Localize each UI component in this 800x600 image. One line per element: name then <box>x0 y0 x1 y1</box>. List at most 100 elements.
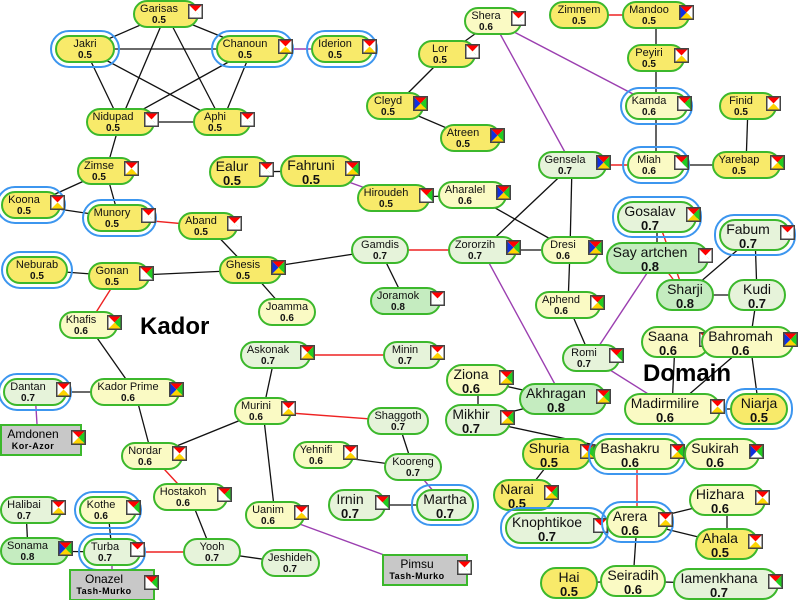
region-highlight-ring <box>74 491 142 529</box>
security-value: 0.5 <box>152 15 166 26</box>
security-status-icon <box>130 542 145 557</box>
region-highlight-ring <box>714 214 796 256</box>
security-value: 0.6 <box>458 196 472 207</box>
security-status-icon <box>413 96 428 111</box>
system-name: Yarebap <box>718 154 760 166</box>
system-name: Bashakru <box>600 440 660 456</box>
security-status-icon <box>294 505 309 520</box>
system-name: Jakri <box>73 38 97 50</box>
security-value: 0.7 <box>98 553 112 564</box>
security-value: 0.5 <box>507 496 527 511</box>
security-status-icon <box>465 44 480 59</box>
edge-gensela-dresi <box>569 164 573 251</box>
security-status-icon <box>609 348 624 363</box>
security-status-icon <box>766 96 781 111</box>
system-name: Lor <box>432 43 448 55</box>
system-name: Akhragan <box>526 385 586 401</box>
security-status-icon <box>227 216 242 231</box>
security-status-icon <box>499 370 514 385</box>
system-name: Finid <box>729 95 753 107</box>
security-value: 0.8 <box>391 302 405 313</box>
security-value: 0.6 <box>642 166 656 177</box>
security-status-icon <box>216 487 232 502</box>
edge-murini-uanim <box>262 410 276 516</box>
security-value: 0.5 <box>572 16 586 27</box>
system-name: Gosalav <box>624 203 676 219</box>
security-value: 0.5 <box>642 59 656 70</box>
system-name: Mikhir <box>452 406 490 422</box>
system-name: Fahruni <box>287 157 335 173</box>
security-value: 0.5 <box>17 206 31 217</box>
system-name: Garisas <box>140 3 178 15</box>
system-name: Nordar <box>128 445 162 457</box>
system-name: Aharalel <box>444 184 486 196</box>
security-status-icon <box>588 240 603 255</box>
security-value: 0.5 <box>30 271 44 282</box>
security-value: 0.6 <box>658 343 678 358</box>
security-status-icon <box>676 96 692 111</box>
security-status-icon <box>686 207 701 222</box>
security-value: 0.5 <box>194 227 208 238</box>
system-name: Romi <box>571 347 597 359</box>
security-status-icon <box>657 512 673 527</box>
region-highlight-ring <box>1 251 73 289</box>
security-status-icon <box>489 128 505 143</box>
system-name: Aphi <box>203 111 227 123</box>
system-name: Zororzih <box>454 239 496 251</box>
security-value: 0.6 <box>623 582 643 597</box>
system-name: Atreen <box>446 127 480 139</box>
system-name: Martha <box>423 491 467 507</box>
security-value: 0.7 <box>391 422 405 433</box>
system-name: Madirmilire <box>630 395 700 411</box>
system-name: Nidupad <box>92 111 134 123</box>
